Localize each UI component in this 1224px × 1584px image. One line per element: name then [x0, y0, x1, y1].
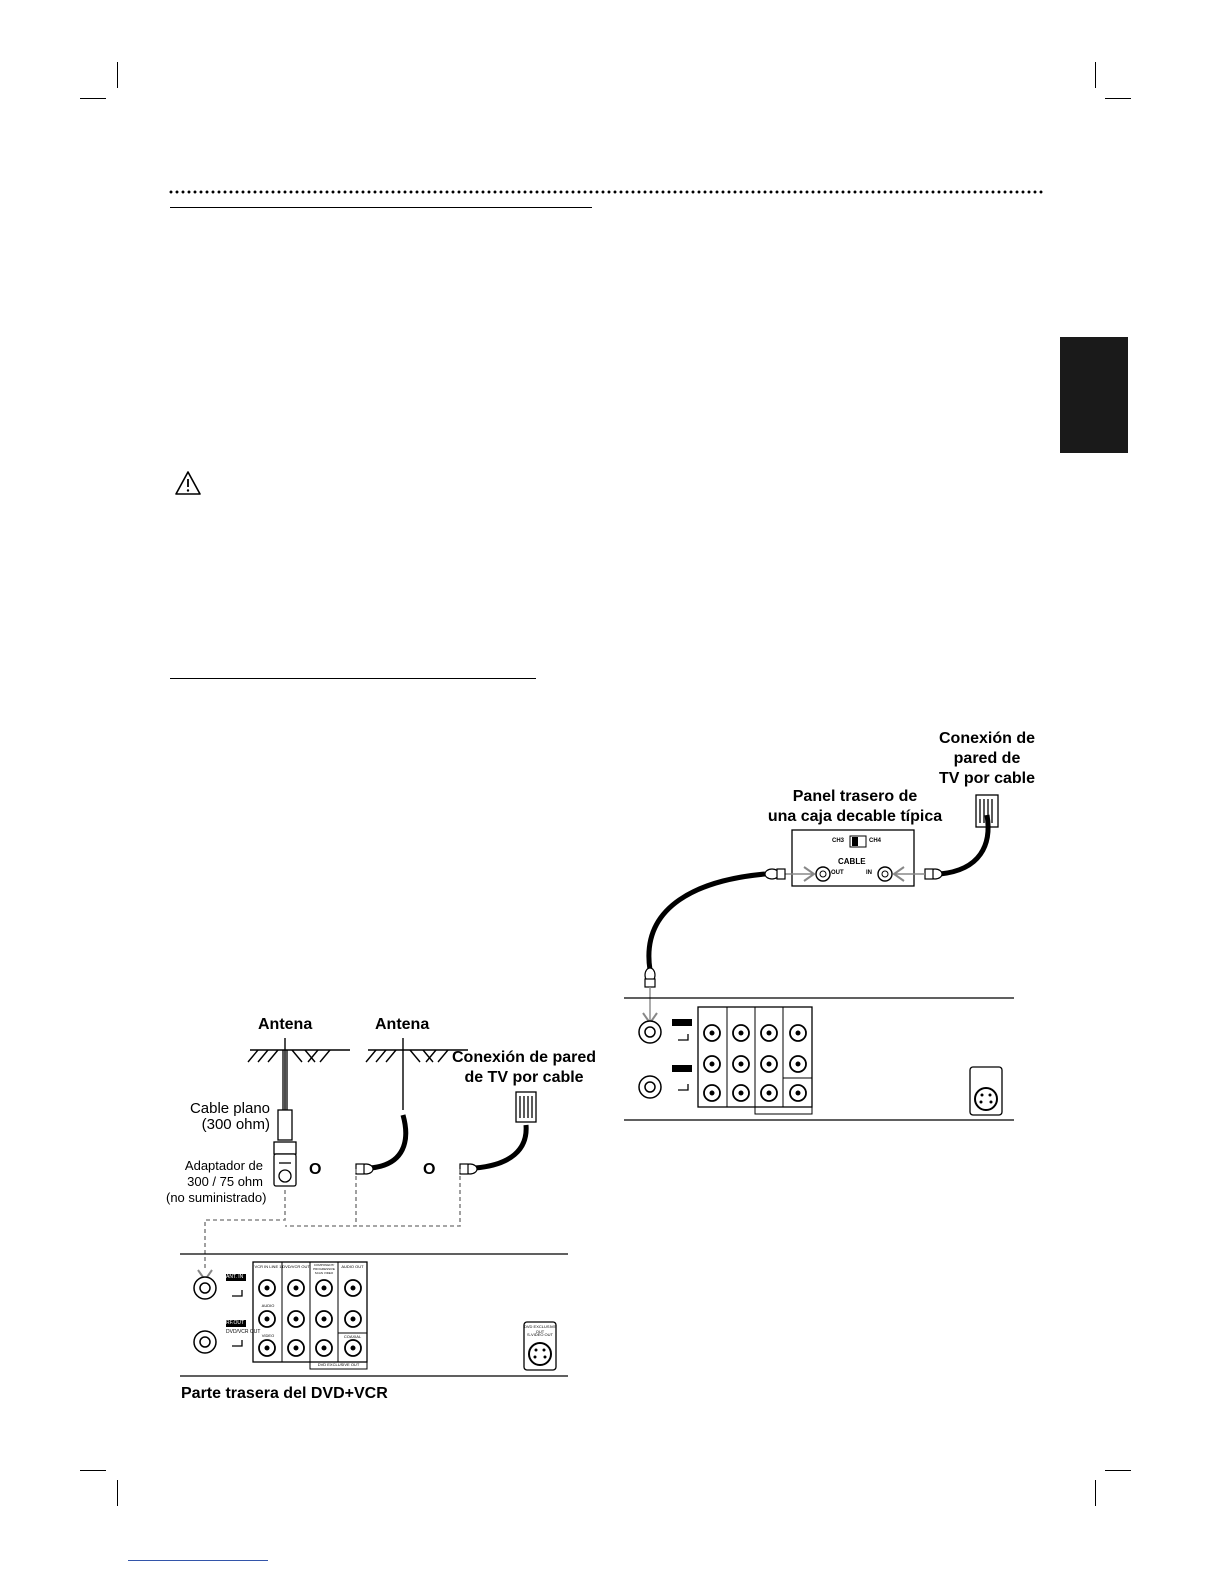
svideo-exclusive-label: DVD EXCLUSIVE OUT [524, 1324, 557, 1334]
antenna-connection-diagram [180, 1038, 568, 1377]
dvd-exclusive-out-label: DVD EXCLUSIVE OUT [317, 1362, 360, 1367]
wall-outlet-icon [515, 1091, 537, 1123]
flat-cable-label: Cable plano (300 ohm) [189, 1100, 270, 1133]
ant-in-label: ANT. IN [226, 1274, 244, 1280]
vcr-in-label: VCR IN LINE 1 [254, 1264, 282, 1269]
dvd-vcr-out-col-label: DVD/VCR OUT [282, 1264, 310, 1269]
in-label: IN [866, 870, 872, 876]
crop-mark [1105, 1470, 1131, 1471]
crop-mark [1095, 1480, 1096, 1506]
rf-out-label: RF.OUT [226, 1320, 245, 1326]
out-label: OUT [831, 870, 844, 876]
flat-cable-icon [273, 1050, 297, 1187]
warning-icon [175, 471, 201, 495]
ch4-label: CH4 [869, 838, 882, 844]
crop-mark [1105, 98, 1131, 99]
cable-label: CABLE [838, 857, 866, 866]
rear-panel-caption: Parte trasera del DVD+VCR [181, 1385, 388, 1402]
footer-link[interactable] [128, 1560, 268, 1561]
audio-label: AUDIO [261, 1303, 275, 1308]
antenna-icon [365, 1038, 468, 1110]
section-rule [170, 678, 536, 679]
svideo-out-label: S-VIDEO OUT [526, 1332, 553, 1337]
antenna-label: Antena [375, 1016, 430, 1033]
ant-in-jack [638, 1020, 662, 1044]
antenna-label: Antena [258, 1016, 313, 1033]
video-label: VIDEO [261, 1333, 275, 1338]
or-label: O [423, 1161, 436, 1178]
section-rule [170, 207, 592, 208]
crop-mark [117, 62, 118, 88]
rf-out-jack [638, 1075, 662, 1099]
rf-out-jack [193, 1330, 217, 1354]
antenna-icon [247, 1038, 350, 1110]
ant-in-jack [193, 1276, 217, 1300]
section-tab [1060, 337, 1128, 453]
audio-out-label: AUDIO OUT [341, 1264, 364, 1269]
wall-cable-label: Conexión de pared de TV por cable [452, 1049, 597, 1086]
coaxial-label: COAXIAL [343, 1334, 362, 1339]
dvd-vcr-out-label: DVD/VCR OUT [226, 1329, 261, 1335]
crop-mark [80, 1470, 106, 1471]
coax-connector-icon [764, 868, 786, 880]
coax-connector-icon [644, 967, 656, 988]
cable-box-connection-diagram [624, 794, 1014, 1121]
crop-mark [80, 98, 106, 99]
crop-mark [1095, 62, 1096, 88]
coax-connector-icon [459, 1163, 478, 1175]
or-label: O [309, 1161, 322, 1178]
coax-connector-icon [355, 1163, 374, 1175]
cable-box-label: Panel trasero de una caja decable típica [767, 788, 943, 825]
coax-connector-icon [924, 868, 943, 880]
adapter-label: Adaptador de 300 / 75 ohm (no suministra… [166, 1158, 267, 1205]
component-label: COMPONENT/ PROGRESSIVE SCAN VIDEO [313, 1263, 335, 1275]
wall-cable-label: Conexión de pared de TV por cable [938, 730, 1036, 787]
ch3-label: CH3 [832, 838, 845, 844]
crop-mark [117, 1480, 118, 1506]
header-dotted-rule [168, 190, 1044, 194]
